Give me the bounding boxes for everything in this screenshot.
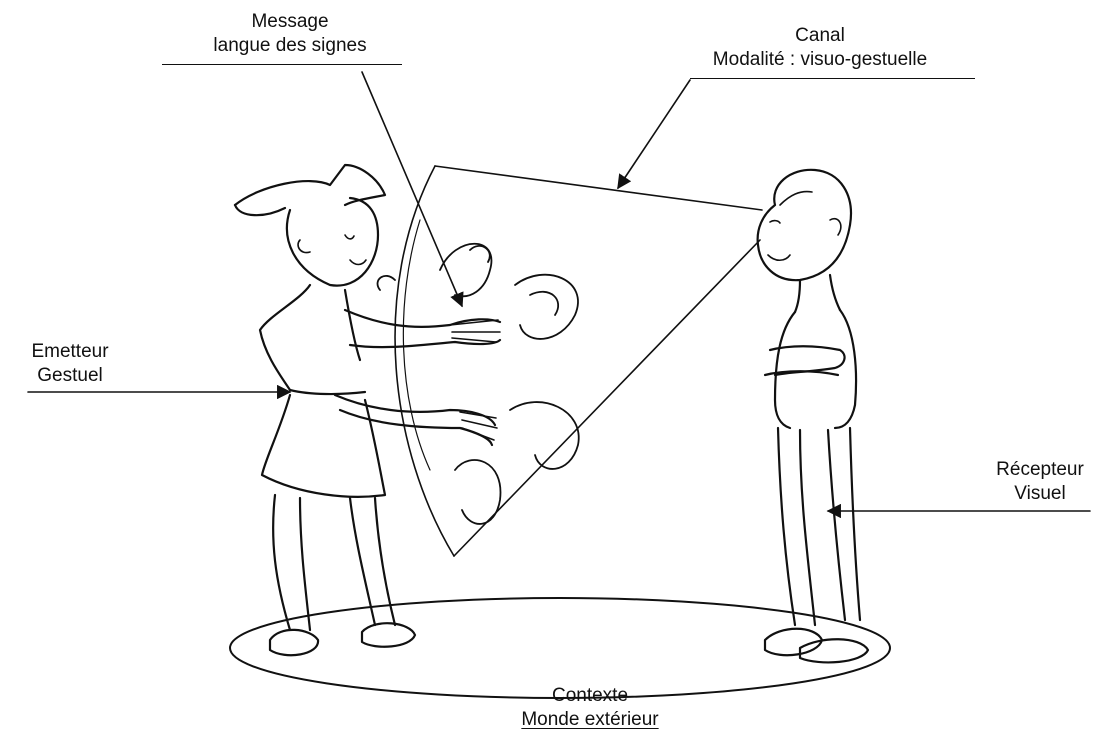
label-emetteur-title: Emetteur xyxy=(31,341,109,362)
channel-cone xyxy=(394,165,763,557)
label-emetteur-subtitle: Gestuel xyxy=(37,365,103,386)
label-canal-title: Canal xyxy=(795,25,845,46)
label-canal: Canal Modalité : visuo-gestuelle xyxy=(660,24,980,72)
label-recepteur-title: Récepteur xyxy=(996,459,1084,480)
canal-underline xyxy=(690,78,975,79)
label-contexte-subtitle: Monde extérieur xyxy=(521,709,659,730)
message-underline xyxy=(162,64,402,65)
canal-pointer-arrow xyxy=(617,79,691,190)
label-message-subtitle: langue des signes xyxy=(213,35,367,56)
emitter-figure xyxy=(233,163,502,657)
receiver-figure xyxy=(756,168,870,664)
label-message: Message langue des signes xyxy=(150,10,430,58)
label-recepteur-subtitle: Visuel xyxy=(1014,483,1066,504)
context-ground-ellipse xyxy=(229,597,891,699)
message-pointer-arrow xyxy=(361,71,464,308)
label-message-title: Message xyxy=(251,11,329,32)
label-canal-subtitle: Modalité : visuo-gestuelle xyxy=(712,49,928,70)
label-contexte: Contexte Monde extérieur xyxy=(480,684,700,732)
label-contexte-title: Contexte xyxy=(551,685,629,706)
label-recepteur: Récepteur Visuel xyxy=(975,458,1105,506)
sign-motion-trails xyxy=(376,243,580,525)
label-emetteur: Emetteur Gestuel xyxy=(0,340,140,388)
